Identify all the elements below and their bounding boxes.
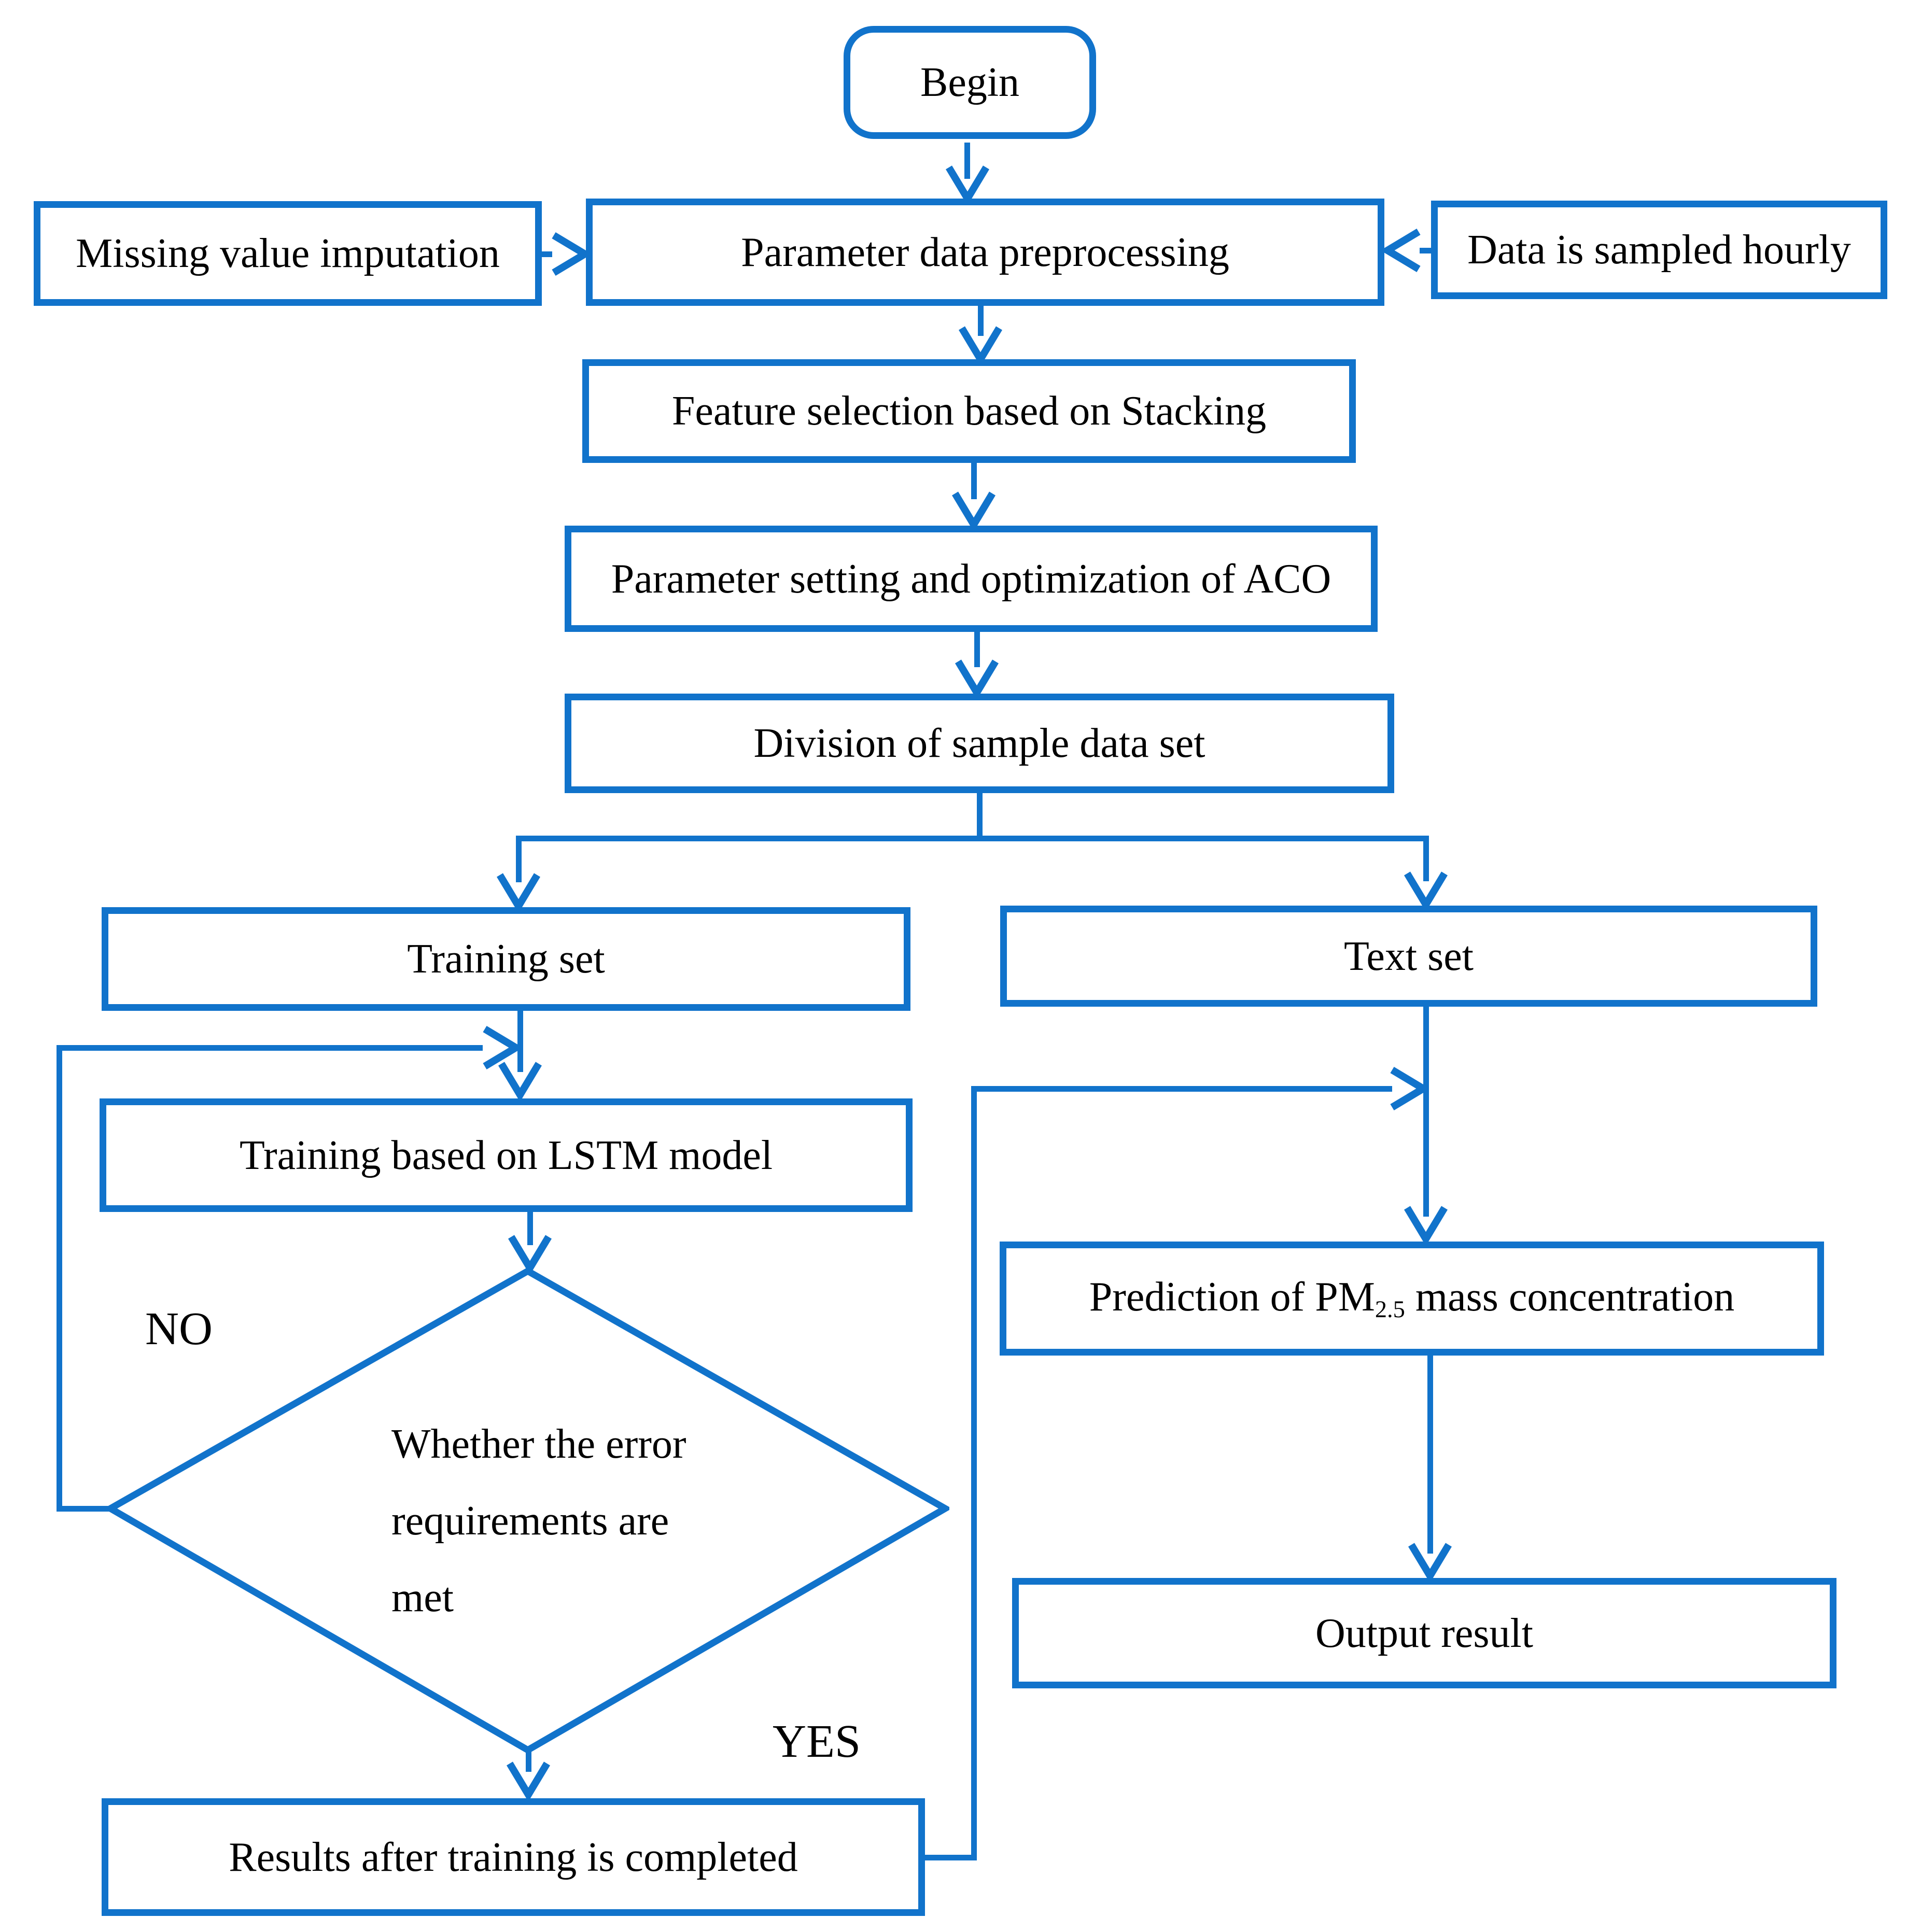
arrow-left-icon <box>1383 228 1421 273</box>
node-results-after-training-label: Results after training is completed <box>229 1834 798 1880</box>
node-output-result: Output result <box>1012 1578 1836 1688</box>
node-prediction-pm25-label: Prediction of PM2.5 mass concentration <box>1089 1274 1735 1323</box>
connector-feature-aco <box>971 463 977 499</box>
node-training-set-label: Training set <box>407 936 605 982</box>
connector-division-split <box>977 793 983 841</box>
node-output-result-label: Output result <box>1315 1610 1533 1656</box>
pm25-subscript: 2.5 <box>1375 1296 1405 1323</box>
node-missing-value-imputation-label: Missing value imputation <box>76 231 500 276</box>
connector-split-horizontal <box>516 836 1428 841</box>
node-decision-diamond <box>106 1267 949 1754</box>
node-begin-label: Begin <box>920 60 1020 105</box>
connector-split-textset <box>1423 836 1429 881</box>
connector-no-loop-left <box>57 1045 62 1512</box>
node-parameter-data-preprocessing: Parameter data preprocessing <box>586 199 1384 306</box>
arrow-right-icon <box>1390 1066 1427 1111</box>
node-aco-optimization: Parameter setting and optimization of AC… <box>565 526 1378 632</box>
arrow-down-icon <box>1404 1206 1448 1243</box>
arrow-down-icon <box>955 659 999 697</box>
arrow-down-icon <box>496 873 541 910</box>
node-lstm-training-label: Training based on LSTM model <box>239 1132 773 1178</box>
connector-sampled-preprocess <box>1420 248 1432 253</box>
connector-lstm-decision <box>527 1212 533 1245</box>
decision-line-3: met <box>391 1575 454 1620</box>
node-text-set: Text set <box>1000 906 1817 1007</box>
node-results-after-training: Results after training is completed <box>102 1798 925 1916</box>
connector-trainingset-lstm <box>517 1011 523 1072</box>
node-missing-value-imputation: Missing value imputation <box>34 201 542 306</box>
node-text-set-label: Text set <box>1344 933 1474 979</box>
connector-rightloop-top <box>971 1086 1392 1092</box>
node-parameter-data-preprocessing-label: Parameter data preprocessing <box>741 229 1229 275</box>
connector-begin-preprocess <box>964 143 970 179</box>
arrow-down-icon <box>508 1235 552 1272</box>
arrow-down-icon <box>506 1761 551 1799</box>
arrow-down-icon <box>945 165 990 203</box>
node-data-sampled-hourly-label: Data is sampled hourly <box>1467 227 1851 273</box>
node-training-set: Training set <box>102 907 910 1011</box>
node-prediction-pm25: Prediction of PM2.5 mass concentration <box>1000 1242 1824 1356</box>
arrow-down-icon <box>498 1062 542 1099</box>
arrow-down-icon <box>1408 1543 1452 1580</box>
node-feature-selection: Feature selection based on Stacking <box>582 359 1356 463</box>
node-lstm-training: Training based on LSTM model <box>100 1098 913 1212</box>
arrow-right-icon <box>552 232 589 276</box>
connector-aco-division <box>974 632 980 667</box>
connector-decision-results <box>526 1746 531 1772</box>
node-data-sampled-hourly: Data is sampled hourly <box>1431 201 1887 299</box>
edge-label-yes: YES <box>772 1716 861 1767</box>
arrow-down-icon <box>958 326 1003 363</box>
connector-textset-prediction <box>1423 1007 1429 1217</box>
node-begin: Begin <box>844 26 1096 139</box>
node-feature-selection-label: Feature selection based on Stacking <box>671 388 1267 434</box>
edge-label-no: NO <box>145 1303 213 1355</box>
node-aco-optimization-label: Parameter setting and optimization of AC… <box>611 556 1331 602</box>
connector-no-loop-top <box>57 1045 483 1051</box>
decision-line-1: Whether the error <box>391 1421 686 1467</box>
connector-split-trainingset <box>516 836 522 882</box>
connector-preprocess-feature <box>978 306 984 336</box>
arrow-down-icon <box>951 491 996 529</box>
node-decision-label: Whether the error requirements are met <box>391 1406 858 1636</box>
connector-results-rightloop <box>925 1855 977 1860</box>
connector-prediction-output <box>1427 1356 1433 1554</box>
arrow-down-icon <box>1404 871 1448 909</box>
arrow-right-icon <box>483 1025 520 1070</box>
node-division-sample-data: Division of sample data set <box>565 694 1394 793</box>
node-division-sample-data-label: Division of sample data set <box>753 721 1205 766</box>
connector-no-loop-bottom-stub <box>57 1506 124 1512</box>
decision-line-2: requirements are <box>391 1498 669 1544</box>
connector-rightloop-vertical <box>971 1086 977 1857</box>
connector-missing-preprocess <box>542 251 552 257</box>
